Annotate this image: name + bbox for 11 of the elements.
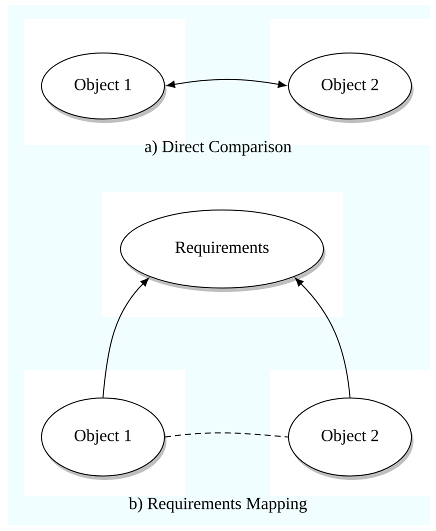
double-arrow (166, 78, 287, 88)
arrow (102, 278, 149, 398)
ellipse-node: Object 1 (41, 52, 165, 120)
ellipse-node: Object 2 (288, 398, 412, 476)
arrow (295, 278, 350, 398)
ellipse-node: Object 1 (41, 398, 165, 476)
ellipse-node: Object 2 (288, 52, 412, 120)
caption: a) Direct Comparison (144, 140, 292, 156)
caption: b) Requirements Mapping (128, 497, 307, 513)
connector-line (164, 432, 288, 438)
ellipse-node: Requirements (120, 210, 324, 288)
